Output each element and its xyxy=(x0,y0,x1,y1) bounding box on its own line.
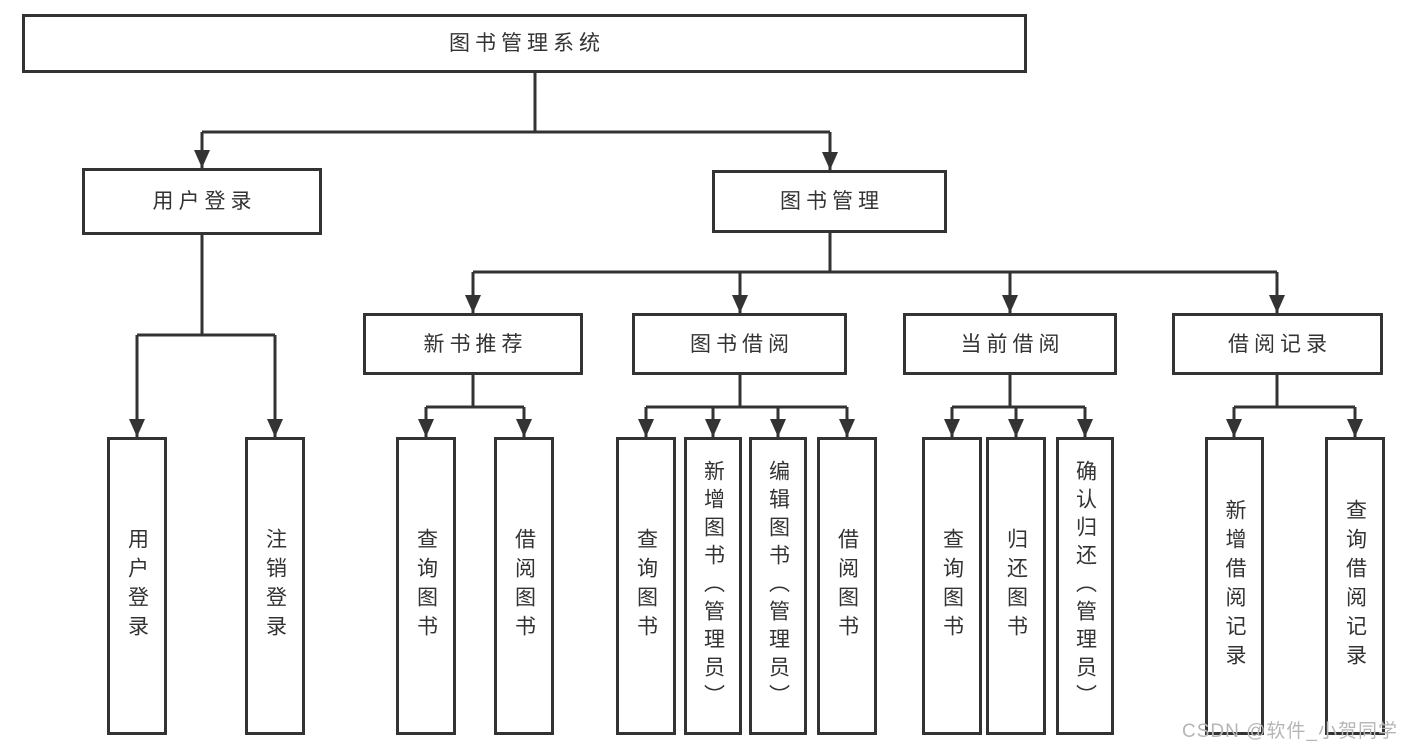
leaf-return-book: 归还图书 xyxy=(986,437,1046,735)
leaf-borrow-book: 借阅图书 xyxy=(817,437,877,735)
node-new-book-recommend: 新书推荐 xyxy=(363,313,583,375)
csdn-watermark: CSDN @软件_小贺同学 xyxy=(1182,721,1398,742)
leaf-logout: 注销登录 xyxy=(245,437,305,735)
node-book-management: 图书管理 xyxy=(712,170,947,233)
leaf-recommend-borrow-book: 借阅图书 xyxy=(494,437,554,735)
leaf-recommend-query-book: 查询图书 xyxy=(396,437,456,735)
node-book-borrow: 图书借阅 xyxy=(632,313,847,375)
leaf-current-query-book: 查询图书 xyxy=(922,437,982,735)
leaf-user-login: 用户登录 xyxy=(107,437,167,735)
leaf-edit-book-admin: 编辑图书（管理员） xyxy=(749,437,807,735)
leaf-add-book-admin: 新增图书（管理员） xyxy=(684,437,742,735)
node-root-system: 图书管理系统 xyxy=(22,14,1027,73)
node-user-login: 用户登录 xyxy=(82,168,322,235)
leaf-query-borrow-record: 查询借阅记录 xyxy=(1325,437,1385,735)
leaf-add-borrow-record: 新增借阅记录 xyxy=(1205,437,1264,735)
leaf-borrow-query-book: 查询图书 xyxy=(616,437,676,735)
leaf-confirm-return-admin: 确认归还（管理员） xyxy=(1056,437,1114,735)
node-current-borrow: 当前借阅 xyxy=(903,313,1117,375)
connector-paths xyxy=(135,73,1357,437)
node-borrow-records: 借阅记录 xyxy=(1172,313,1383,375)
